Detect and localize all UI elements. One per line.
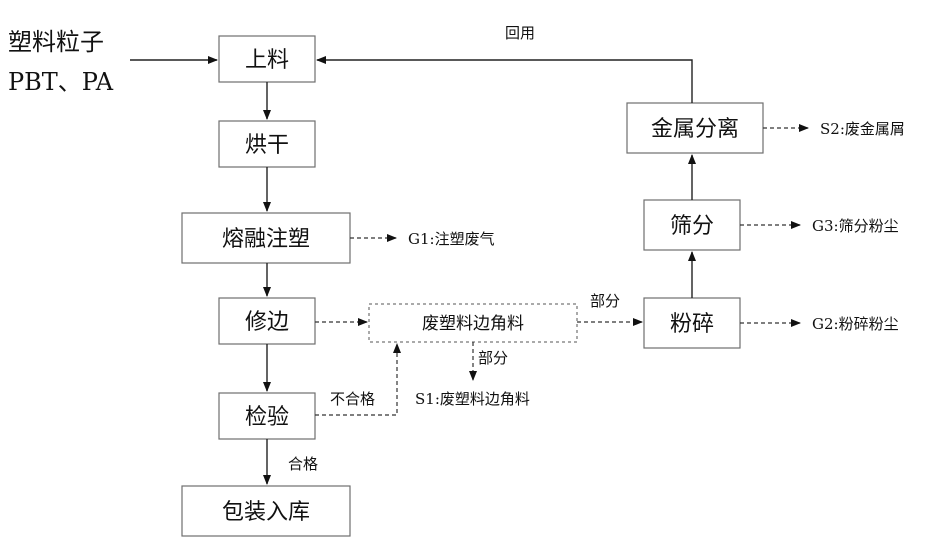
- g3-emission-label: G3:筛分粉尘: [812, 217, 899, 235]
- mold-box: [181, 212, 351, 264]
- s2-emission-label: S2:废金属屑: [820, 120, 905, 138]
- trim-box: [218, 297, 316, 345]
- sieve-label: 筛分: [670, 214, 714, 239]
- input-material-types: PBT、PA: [8, 68, 114, 96]
- part-down-label: 部分: [478, 349, 508, 367]
- trim-label: 修边: [245, 310, 289, 335]
- feed-box: [218, 35, 316, 83]
- g1-emission-label: G1:注塑废气: [408, 230, 495, 248]
- dry-label: 烘干: [245, 133, 289, 158]
- unqualified-label: 不合格: [330, 390, 375, 408]
- reuse-label: 回用: [505, 24, 535, 42]
- input-material-label: 塑料粒子: [8, 28, 104, 56]
- feed-label: 上料: [245, 48, 289, 73]
- inspect-label: 检验: [245, 405, 289, 430]
- pack-label: 包装入库: [222, 500, 310, 525]
- part-to-crush-label: 部分: [590, 292, 620, 310]
- arrow-reuse-to-feed: [316, 56, 693, 103]
- dry-box: [218, 120, 316, 168]
- crush-label: 粉碎: [670, 312, 714, 337]
- s1-emission-label: S1:废塑料边角料: [415, 390, 530, 408]
- mold-label: 熔融注塑: [222, 227, 310, 252]
- g2-emission-label: G2:粉碎粉尘: [812, 315, 899, 333]
- pack-box: [181, 485, 351, 537]
- metal-separation-box: [626, 102, 764, 154]
- scrap-label: 废塑料边角料: [422, 314, 524, 334]
- metal-separation-label: 金属分离: [651, 117, 739, 142]
- qualified-label: 合格: [288, 455, 318, 473]
- arrow-inspect-unqualified-to-scrap: [315, 343, 401, 416]
